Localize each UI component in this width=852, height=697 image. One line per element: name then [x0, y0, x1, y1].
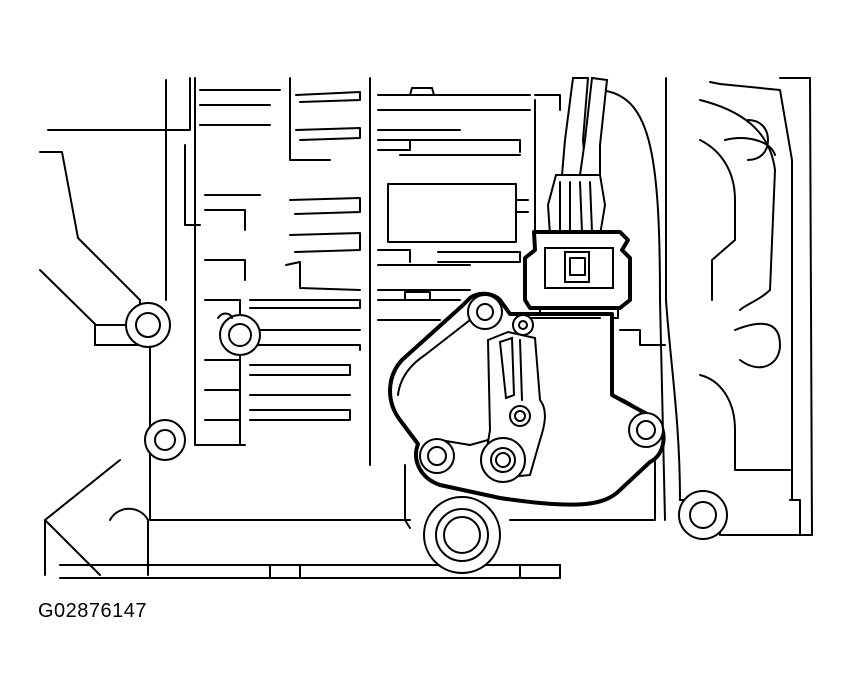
sensor-bolt-left [419, 438, 455, 474]
figure-code: G02876147 [38, 600, 148, 622]
case-bolt-left-lower [144, 419, 186, 461]
case-bolt-left-upper [125, 302, 171, 348]
sensor-wire-harness [546, 76, 609, 236]
sensor-bolt-right [628, 412, 664, 448]
sensor-bolt-top [467, 294, 503, 330]
sensor-connector [523, 230, 632, 319]
sensor-pivot-top [512, 314, 534, 336]
case-bolt-right [678, 490, 728, 540]
transmission-case-right [599, 77, 813, 536]
sensor-shaft-nut [480, 437, 526, 483]
casting-fins [184, 77, 561, 466]
park-neutral-position-switch [388, 291, 666, 507]
sensor-adjust-screw [509, 405, 531, 427]
manual-shaft-boss [404, 329, 666, 574]
case-label-boss [387, 183, 529, 243]
case-bolt-left-mid [217, 312, 261, 356]
